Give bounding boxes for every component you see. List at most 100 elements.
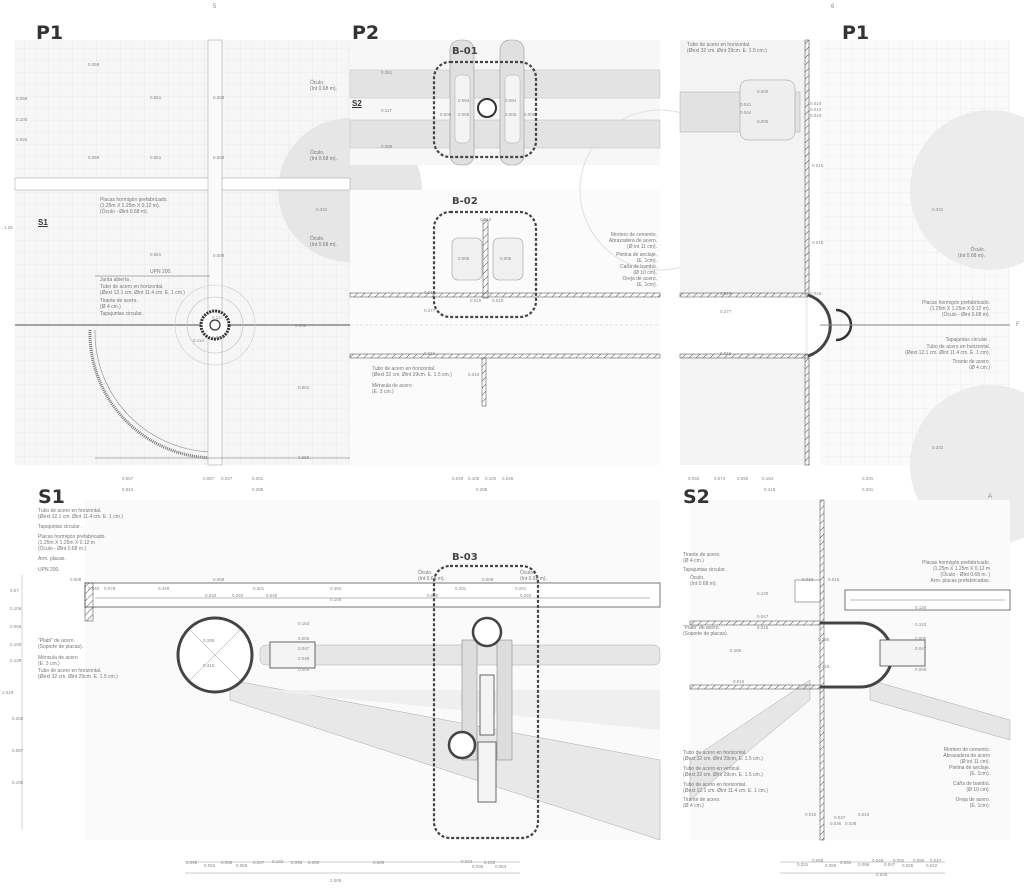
view-title-p2: P2 <box>352 22 380 44</box>
s2-dimension: 0.016 <box>828 577 840 582</box>
p2-dimension: 0.298 <box>476 487 488 492</box>
s1-dimension: 0.100 <box>10 642 22 647</box>
s1-dimension: 0.078 <box>104 586 116 591</box>
p1-left-note-2: Junta abierta . <box>100 277 132 283</box>
s2-dimension: 0.095 <box>913 858 925 863</box>
s1-dimension: 0.053 <box>495 864 507 869</box>
detail-title-b02: B-02 <box>452 196 478 207</box>
s2-dimension: 0.153 <box>915 622 927 627</box>
detail-title-b03: B-03 <box>452 552 478 563</box>
p2-note-4: Tubo de acero en horizontal. <box>372 366 436 372</box>
s2-note-12: (Ø 10 cm). <box>966 787 990 793</box>
p1-left-dimension: 0.008 <box>213 155 225 160</box>
s2-note-12: Caña de bambú. <box>953 781 990 787</box>
p2-dimension: 0.091 <box>381 70 393 75</box>
p1-right-dimension: 0.010 <box>810 107 822 112</box>
p2-dimension: 0.089 <box>381 144 393 149</box>
s1-dimension: 0.260 <box>12 716 24 721</box>
p1-left-note-7: Óculo. <box>310 150 325 156</box>
s1-dimension: 0.198 <box>12 780 24 785</box>
s2-dimension: 0.285 <box>818 637 830 642</box>
s1-dimension: 0.058 <box>10 624 22 629</box>
s1-note-2: Placas hormigón prefabricado. <box>38 534 106 540</box>
grid-axis-5: 5 <box>213 4 217 10</box>
s1-dimension: 0.045 <box>484 860 496 865</box>
s2-note-3: (1.25m X 1.25m X 0.12 m <box>933 566 990 572</box>
p1-left-dimension: 0.561 <box>298 385 310 390</box>
section-s2 <box>689 499 1011 874</box>
s1-dimension: 0.044 <box>461 859 473 864</box>
p2-dimension: 0.049 <box>452 476 464 481</box>
s1-note-6: (E. 3 cm.) <box>38 661 60 667</box>
s2-note-2: (Int 0.68 m). <box>690 581 717 587</box>
p2-dimension: 0.015 <box>424 290 436 295</box>
s1-dimension: 0.07 <box>10 588 19 593</box>
s2-dimension: 0.649 <box>876 872 888 877</box>
s2-dimension: 0.025 <box>902 863 914 868</box>
p1-left-note-4: Tirante de acero. <box>100 298 138 304</box>
s2-note-4: Arm. placas prefabricadas. <box>930 578 990 584</box>
p1-left-note-3: (Øext 12.1 cm. Øint 11.4 cm. E. 1 cm.) <box>100 290 185 296</box>
p2-dimension: 0.010 <box>492 298 504 303</box>
p1-left-note-0: (1.25m X 1.25m X 0.12 m). <box>100 203 161 209</box>
s1-note-0: (Øext 12.1 cm. Øint 11.4 cm. E. 1 cm.) <box>38 514 123 520</box>
s2-dimension: 0.047 <box>930 858 942 863</box>
s2-dimension: 0.048 <box>872 858 884 863</box>
p1-right-dimension: 0.005 <box>757 89 769 94</box>
grid-axis-6: 6 <box>831 4 835 10</box>
p1-left-dimension: 0.926 <box>16 137 28 142</box>
plan-p1-right <box>679 39 1024 545</box>
view-title-p1-left: P1 <box>36 22 64 44</box>
p1-right-dimension: 0.015 <box>720 291 732 296</box>
p1-left-dimension: 0.059 <box>88 155 100 160</box>
view-title-s2: S2 <box>683 486 710 508</box>
s1-note-1: Tapajuntas circular . <box>38 524 83 530</box>
s2-note-10: Abrazadera de acero <box>943 753 990 759</box>
s2-note-11: Pletina de anclaje. <box>949 765 990 771</box>
s2-note-5: "Platti" de acero. <box>683 625 720 631</box>
p1-left-dimension: 0.008 <box>213 95 225 100</box>
grid-axis-a: A <box>988 494 993 500</box>
p1-right-dimension: 0.342 <box>932 207 944 212</box>
p1-left-note-8: Óculo. <box>310 80 325 86</box>
s1-dimension: 0.040 <box>88 586 100 591</box>
s2-dimension: 0.316 <box>818 664 830 669</box>
s1-dimension: 0.201 <box>515 586 527 591</box>
s2-note-10: Mortero de cemento. <box>943 747 990 753</box>
p1-left-dimension: 0.561 <box>150 252 162 257</box>
s2-dimension: 0.015 <box>757 625 769 630</box>
s2-note-0: (Ø 4 cm.) <box>683 558 704 564</box>
s2-dimension: 0.005 <box>915 667 927 672</box>
s1-dimension: 0.048 <box>298 656 310 661</box>
s2-dimension: 0.022 <box>926 863 938 868</box>
p2-dimension: 0.005 <box>458 256 470 261</box>
p1-left-note-7: (Int 0.68 m). <box>310 156 337 162</box>
s2-dimension: 0.050 <box>893 858 905 863</box>
s1-note-5: (Soporte de placas). <box>38 644 84 650</box>
s2-dimension: 0.062 <box>840 860 852 865</box>
s1-dimension: 0.201 <box>253 586 265 591</box>
detail-title-b01: B-01 <box>452 46 478 57</box>
s1-dimension: 0.153 <box>298 621 310 626</box>
s1-dimension: 0.062 <box>204 863 216 868</box>
p1-right-dimension: 0.090 <box>737 476 749 481</box>
s2-dimension: 0.010 <box>802 577 814 582</box>
p1-right-dimension: 0.015 <box>812 240 824 245</box>
plan-p1-left <box>14 39 422 466</box>
p2-dimension: 0.010 <box>470 298 482 303</box>
s2-dimension: 0.037 <box>834 815 846 820</box>
p2-dimension: 0.005 <box>524 112 536 117</box>
s2-note-9: Tirante de acero. <box>683 797 721 803</box>
s1-note-7: Tubo de acero en horizontal. <box>38 668 102 674</box>
p2-note-0: Mortero de cemento. <box>610 232 657 238</box>
s2-dimension: 0.068 <box>812 858 824 863</box>
p1-right-note-0: Tubo de acero en horizontal. <box>687 42 751 48</box>
s2-dimension: 0.010 <box>858 812 870 817</box>
s2-dimension: 0.120 <box>915 605 927 610</box>
s1-dimension: 0.095 <box>291 860 303 865</box>
s2-dimension: 0.031 <box>797 862 809 867</box>
s1-dimension: 0.059 <box>221 860 233 865</box>
p1-right-dimension: 0.015 <box>812 163 824 168</box>
s1-dimension: 0.047 <box>298 646 310 651</box>
